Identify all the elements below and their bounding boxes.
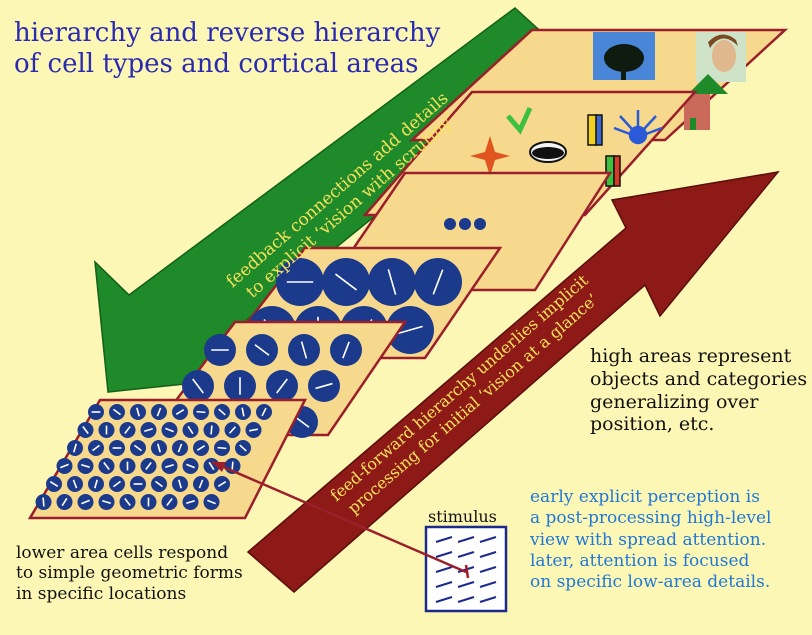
medium-receptive-cell-orientation xyxy=(300,341,308,359)
medium-receptive-cell-orientation xyxy=(342,341,350,359)
neuron-icon xyxy=(613,110,663,145)
small-receptive-cell-orientation xyxy=(155,480,163,488)
feedforward-arrow xyxy=(246,170,780,593)
small-receptive-cell-orientation xyxy=(186,463,195,469)
perception-note: early explicit perception is a post-proc… xyxy=(530,487,772,592)
diagram-title: hierarchy and reverse hierarchy of cell … xyxy=(14,18,441,80)
small-receptive-cell-orientation xyxy=(177,443,183,453)
small-receptive-cell-orientation xyxy=(113,408,121,416)
small-receptive-cell-orientation xyxy=(208,461,215,471)
large-receptive-cell-orientation xyxy=(432,269,444,295)
small-receptive-cell-orientation xyxy=(94,479,98,489)
small-receptive-cell-orientation xyxy=(207,499,216,505)
high-areas-caption: high areas represent objects and categor… xyxy=(590,345,808,436)
small-receptive-cell-orientation xyxy=(241,407,245,417)
small-receptive-cell-orientation xyxy=(165,427,174,433)
small-receptive-cell-orientation xyxy=(175,408,185,416)
eye-icon xyxy=(529,141,567,163)
small-receptive-cell-orientation xyxy=(60,463,69,469)
medium-receptive-cell-orientation xyxy=(276,378,288,394)
small-receptive-cell-orientation xyxy=(92,444,100,452)
small-receptive-cell-orientation xyxy=(81,464,90,468)
small-receptive-cell-orientation xyxy=(228,426,237,434)
ellipsis-icon xyxy=(444,218,486,230)
small-receptive-cell-orientation xyxy=(186,500,195,504)
large-receptive-cell-orientation xyxy=(397,325,423,335)
star-icon xyxy=(470,136,510,176)
large-receptive-cell-orientation xyxy=(334,273,358,291)
small-receptive-cell-orientation xyxy=(231,461,234,471)
large-receptive-cell-orientation xyxy=(387,269,397,295)
small-receptive-cell-orientation xyxy=(239,444,247,452)
stimulus-pointer xyxy=(211,460,467,574)
small-receptive-cell-orientation xyxy=(49,480,59,488)
small-receptive-cell-orientation xyxy=(218,408,226,416)
stimulus-label: stimulus xyxy=(428,507,497,526)
layer-small-receptive xyxy=(27,398,308,520)
small-receptive-cell-orientation xyxy=(42,497,45,507)
small-receptive-cell-orientation xyxy=(157,443,161,453)
small-receptive-cell-orientation xyxy=(166,498,173,506)
small-receptive-cell-orientation xyxy=(156,407,162,417)
small-receptive-cell-orientation xyxy=(113,480,121,488)
small-receptive-cell-orientation xyxy=(144,428,153,432)
small-receptive-cell-orientation xyxy=(198,479,204,489)
small-receptive-cell-orientation xyxy=(217,480,227,488)
small-receptive-cell-orientation xyxy=(134,444,142,452)
lower-areas-caption: lower area cells respond to simple geome… xyxy=(16,543,243,604)
small-receptive-cell-orientation xyxy=(261,407,267,417)
medium-receptive-cell-orientation xyxy=(294,416,310,428)
small-receptive-cell-orientation xyxy=(196,444,206,452)
small-receptive-cell-orientation xyxy=(217,446,227,450)
small-receptive-cell-orientation xyxy=(165,464,174,468)
stimulus-box xyxy=(424,525,508,613)
small-receptive-cell-orientation xyxy=(178,479,182,489)
small-receptive-cell-orientation xyxy=(61,497,68,507)
small-receptive-cell-orientation xyxy=(196,410,206,414)
check-icon xyxy=(506,106,533,135)
medium-receptive-cell-orientation xyxy=(192,378,204,394)
small-receptive-cell-orientation xyxy=(82,426,89,434)
small-receptive-cell-orientation xyxy=(102,500,111,504)
small-receptive-cell-orientation xyxy=(72,479,78,489)
medium-receptive-cell-orientation xyxy=(315,382,333,390)
small-receptive-cell-orientation xyxy=(73,443,77,453)
bar-icon xyxy=(587,114,621,187)
medium-receptive-cell-orientation xyxy=(254,344,270,356)
small-receptive-cell-orientation xyxy=(249,428,258,432)
small-receptive-cell-orientation xyxy=(210,425,213,435)
small-receptive-cell-orientation xyxy=(81,499,90,505)
small-receptive-cell-orientation xyxy=(136,407,140,417)
small-receptive-cell-orientation xyxy=(145,462,152,470)
small-receptive-cell-orientation xyxy=(124,426,131,434)
small-receptive-cell-orientation xyxy=(124,498,131,506)
small-receptive-cell-orientation xyxy=(103,462,110,470)
small-receptive-cell-orientation xyxy=(187,425,194,435)
